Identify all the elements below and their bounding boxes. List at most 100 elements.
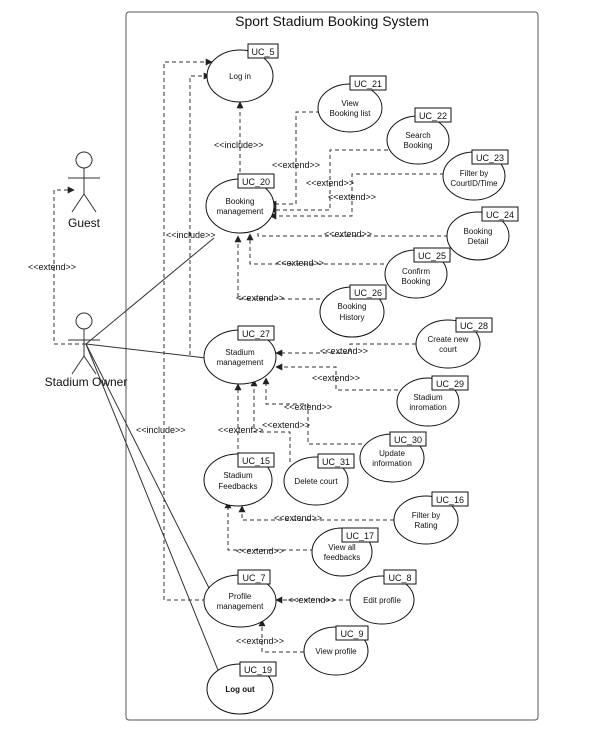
use-case-label: History (340, 313, 365, 322)
use-case-create-new-court[interactable]: UC_28 Create new court (415, 317, 493, 369)
use-case-edit-profile[interactable]: UC_8 Edit profile (349, 569, 417, 625)
use-case-label: Confirm (402, 267, 430, 276)
use-case-label: Booking (338, 302, 367, 311)
use-case-label: management (217, 358, 264, 367)
associations (85, 237, 223, 681)
use-case-label: Profile (229, 592, 252, 601)
rel-9-label: <<extend>> (236, 636, 284, 646)
use-case-code: UC_9 (340, 629, 363, 639)
guest-stick-figure-icon (68, 151, 100, 213)
use-case-code: UC_7 (242, 573, 265, 583)
actor-guest-label: Guest (68, 216, 101, 230)
rel-owner-include-1-line (189, 72, 211, 355)
use-case-label: CourtID/Time (450, 179, 498, 188)
use-case-label: Booking list (330, 109, 372, 118)
use-case-label: management (217, 602, 264, 611)
assoc-owner-booking (85, 237, 215, 345)
relations (53, 58, 448, 653)
rel-21-line (269, 111, 320, 208)
use-case-booking-management[interactable]: UC_20 Booking management (205, 173, 275, 234)
assoc-owner-profile (85, 343, 211, 591)
system-boundary (125, 11, 539, 721)
use-case-label: Booking (464, 227, 493, 236)
use-case-update-information[interactable]: UC_30 Update information (359, 431, 427, 483)
rel-29-line (275, 363, 398, 391)
use-case-code: UC_31 (322, 457, 350, 467)
use-case-booking-history[interactable]: UC_26 Booking History (319, 284, 387, 338)
use-case-booking-detail[interactable]: UC_24 Booking Detail (446, 206, 519, 261)
use-case-filter-courtid-time[interactable]: UC_23 Filter by CourtID/Time (442, 149, 509, 201)
use-case-code: UC_30 (394, 435, 422, 445)
use-case-label: court (439, 345, 458, 354)
rel-bm-include-label: <<include>> (214, 140, 264, 150)
use-case-stadium-feedbacks[interactable]: UC_15 Stadium Feedbacks (203, 452, 275, 507)
rel-17-label: <<extend>> (236, 546, 284, 556)
use-case-profile-management[interactable]: UC_7 Profile management (203, 569, 277, 628)
use-case-label: Filter by (460, 169, 488, 178)
use-case-label: Rating (414, 521, 437, 530)
use-case-code: UC_21 (354, 79, 382, 89)
rel-24-label: <<extend>> (324, 229, 372, 239)
use-case-label: inromation (409, 403, 446, 412)
use-case-label: Log in (229, 72, 251, 81)
rel-28-line (275, 343, 416, 357)
assoc-owner-logout (85, 343, 223, 681)
owner-stick-figure-icon (68, 312, 100, 375)
use-case-view-profile[interactable]: UC_9 View profile (303, 625, 369, 676)
use-case-confirm-booking[interactable]: UC_25 Confirm Booking (384, 247, 451, 299)
rel-9-line (258, 619, 304, 653)
use-case-label: Booking (402, 277, 431, 286)
use-case-code: UC_5 (251, 47, 274, 57)
rel-22-line (269, 149, 388, 214)
use-case-code: UC_27 (242, 329, 270, 339)
use-case-label: View profile (315, 647, 357, 656)
rel-31-line (250, 379, 291, 462)
use-case-label: Search (405, 131, 430, 140)
use-case-code: UC_17 (346, 531, 374, 541)
use-case-label: View (341, 99, 358, 108)
use-case-label: Stadium (223, 471, 253, 480)
rel-26-label: <<extend>> (236, 293, 284, 303)
use-case-login[interactable]: UC_5 Log in (206, 43, 279, 103)
rel-8-label: <<extend>> (288, 595, 336, 605)
rel-23-label: <<extend>> (328, 192, 376, 202)
actor-guest[interactable]: Guest (68, 151, 101, 230)
use-case-code: UC_22 (419, 111, 447, 121)
use-case-label: Log out (225, 685, 255, 694)
use-case-label: Create new (428, 335, 469, 344)
assoc-owner-stadium (85, 343, 207, 359)
use-case-stadium-management[interactable]: UC_27 Stadium management (203, 325, 277, 385)
rel-30-label: <<extend>> (284, 402, 332, 412)
use-case-label: Update (379, 449, 405, 458)
use-case-delete-court[interactable]: UC_31 Delete court (283, 453, 355, 506)
rel-23-line (269, 173, 444, 220)
rel-owner-include-1-label: <<include>> (166, 230, 216, 240)
use-case-filter-by-rating[interactable]: UC_16 Filter by Rating (393, 491, 469, 545)
use-case-view-booking-list[interactable]: UC_21 View Booking list (317, 75, 387, 133)
use-case-stadium-information[interactable]: UC_29 Stadium inromation (396, 375, 469, 427)
rel-29-label: <<extend>> (312, 373, 360, 383)
rel-21-label: <<extend>> (272, 160, 320, 170)
use-case-label: Delete court (294, 477, 338, 486)
use-case-label: Edit profile (363, 596, 401, 605)
use-case-label: Detail (468, 237, 489, 246)
use-case-code: UC_29 (436, 379, 464, 389)
actor-stadium-owner[interactable]: Stadium Owner (45, 312, 128, 389)
use-case-label: information (372, 459, 412, 468)
use-case-label: Stadium (413, 393, 443, 402)
rel-16-line (238, 505, 394, 521)
use-case-code: UC_19 (244, 665, 272, 675)
rel-17-line (224, 501, 314, 551)
rel-31-label: <<extend>> (262, 420, 310, 430)
use-case-label: Booking (226, 197, 255, 206)
use-case-search-booking[interactable]: UC_22 Search Booking (386, 107, 452, 165)
rel-guest-extend-line (53, 186, 86, 345)
use-case-code: UC_20 (242, 177, 270, 187)
actor-stadium-owner-label: Stadium Owner (45, 375, 128, 389)
use-case-label: View all (328, 543, 356, 552)
use-case-label: management (217, 207, 264, 216)
use-case-view-all-feedbacks[interactable]: UC_17 View all feedbacks (311, 527, 379, 577)
use-case-log-out[interactable]: UC_19 Log out (206, 661, 277, 715)
use-case-code: UC_24 (486, 210, 514, 220)
